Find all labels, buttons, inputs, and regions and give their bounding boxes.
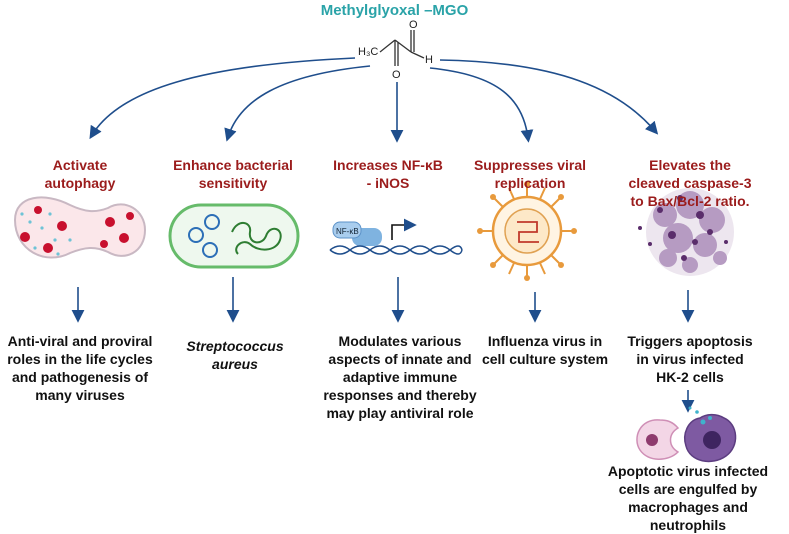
outcome-line: Modulates various: [338, 333, 462, 349]
outcome-line: aureus: [212, 356, 258, 372]
outcome-line: in virus infected: [636, 351, 744, 367]
heading-caspase: Elevates the cleaved caspase-3 to Bax/Bc…: [600, 156, 780, 210]
outcome-bacterial: Streptococcus aureus: [160, 337, 310, 373]
heading-line: Suppresses viral: [473, 157, 587, 173]
heading-line: Increases NF-κB: [333, 157, 443, 173]
ch3-label: H₃C: [358, 46, 378, 58]
caption-line: macrophages and neutrophils: [628, 499, 748, 533]
outcome-line: cell culture system: [481, 351, 609, 367]
caption-line: cells are engulfed by: [618, 481, 758, 497]
heading-autophagy: Activate autophagy: [5, 156, 155, 192]
outcome-nfkb: Modulates various aspects of innate and …: [310, 332, 490, 422]
outcome-line: may play antiviral role: [326, 405, 474, 421]
diagram-title: Methylglyoxal –MGO: [320, 2, 469, 19]
nfkb-dna-icon: NF-κB: [329, 218, 463, 255]
heading-line: cleaved caspase-3: [628, 175, 752, 191]
heading-line: to Bax/Bcl-2 ratio.: [630, 193, 750, 209]
arrow-to-autophagy: [89, 57, 356, 140]
apoptotic-cell-icon: [638, 188, 734, 276]
arrow-to-caspase: [439, 59, 659, 135]
outcome-line: Anti-viral and proviral: [7, 333, 153, 349]
outcome-arrows: [71, 277, 695, 413]
heading-line: replication: [494, 175, 566, 191]
outcome-line: many viruses: [35, 387, 125, 403]
caption-line: Apoptotic virus infected: [607, 463, 769, 479]
heading-line: sensitivity: [198, 175, 268, 191]
bacterium-icon: [168, 203, 300, 269]
outcome-autophagy: Anti-viral and proviral roles in the lif…: [0, 332, 160, 404]
heading-nfkb: Increases NF-κB - iNOS: [308, 156, 468, 192]
outcome-viral: Influenza virus in cell culture system: [470, 332, 620, 368]
outcome-line: aspects of innate and: [328, 351, 472, 367]
diagram-canvas: H₃C O O H: [13, 19, 737, 463]
heading-line: Elevates the: [649, 157, 731, 173]
heading-bacterial: Enhance bacterial sensitivity: [148, 156, 318, 192]
outcome-line: Influenza virus in: [487, 333, 603, 349]
oxygen-bottom-label: O: [392, 69, 401, 81]
branch-arrows: [89, 57, 659, 143]
virus-icon: [477, 181, 577, 281]
heading-line: autophagy: [44, 175, 116, 191]
outcome-line: roles in the life cycles: [7, 351, 153, 367]
dividing-cell-icon: [13, 196, 147, 259]
hydrogen-label: H: [425, 54, 433, 66]
arrow-to-bacterial: [224, 65, 371, 142]
heading-line: - iNOS: [366, 175, 410, 191]
outcome-line: Triggers apoptosis: [627, 333, 753, 349]
outcome-line: Streptococcus: [186, 338, 284, 354]
outcome-line: and pathogenesis of: [11, 369, 149, 385]
outcome-line: adaptive immune: [342, 369, 458, 385]
heading-line: Activate: [52, 157, 108, 173]
heading-viral: Suppresses viral replication: [455, 156, 605, 192]
arrow-to-viral: [429, 67, 534, 143]
oxygen-top-label: O: [409, 19, 418, 31]
heading-line: Enhance bacterial: [173, 157, 293, 173]
nfkb-label: NF-κB: [336, 227, 359, 236]
macrophage-neutrophil-icon: [636, 406, 737, 463]
methylglyoxal-structure-icon: H₃C O O H: [358, 19, 433, 81]
outcome-line: HK-2 cells: [656, 369, 724, 385]
engulf-caption: Apoptotic virus infected cells are engul…: [590, 462, 786, 534]
outcome-line: responses and thereby: [323, 387, 477, 403]
outcome-caspase: Triggers apoptosis in virus infected HK-…: [610, 332, 770, 386]
